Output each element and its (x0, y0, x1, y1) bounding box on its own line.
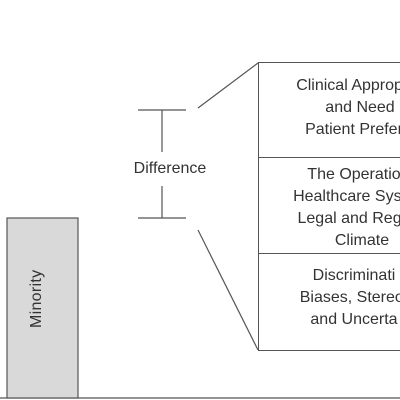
expansion-line-top (197, 62, 259, 109)
box-3-line-1: Discriminati (312, 267, 396, 284)
difference-label: Difference (124, 159, 216, 179)
minority-label: Minority (28, 269, 45, 328)
box-3-line-3: and Uncerta (310, 311, 398, 328)
box-2-line-3: Legal and Regu (297, 210, 400, 227)
minority-bar (6, 217, 79, 399)
box-3-line-2: Biases, Stereot (299, 289, 400, 306)
box-2-line-1: The Operatio (307, 166, 400, 183)
box-2-line-2: Healthcare Syste (293, 188, 400, 205)
box-1-line-1: Clinical Appropri (296, 77, 400, 94)
box-clinical-appropriateness: Clinical Appropri and Need Patient Prefe… (258, 62, 400, 158)
box-2-line-4: Climate (334, 232, 390, 249)
box-healthcare-systems: The Operatio Healthcare Syste Legal and … (258, 157, 400, 254)
box-1-line-3: Patient Prefer (305, 121, 400, 138)
box-discrimination: Discriminati Biases, Stereot and Uncerta (258, 253, 400, 351)
expansion-line-bottom (197, 229, 259, 351)
box-1-line-2: and Need (325, 99, 395, 116)
